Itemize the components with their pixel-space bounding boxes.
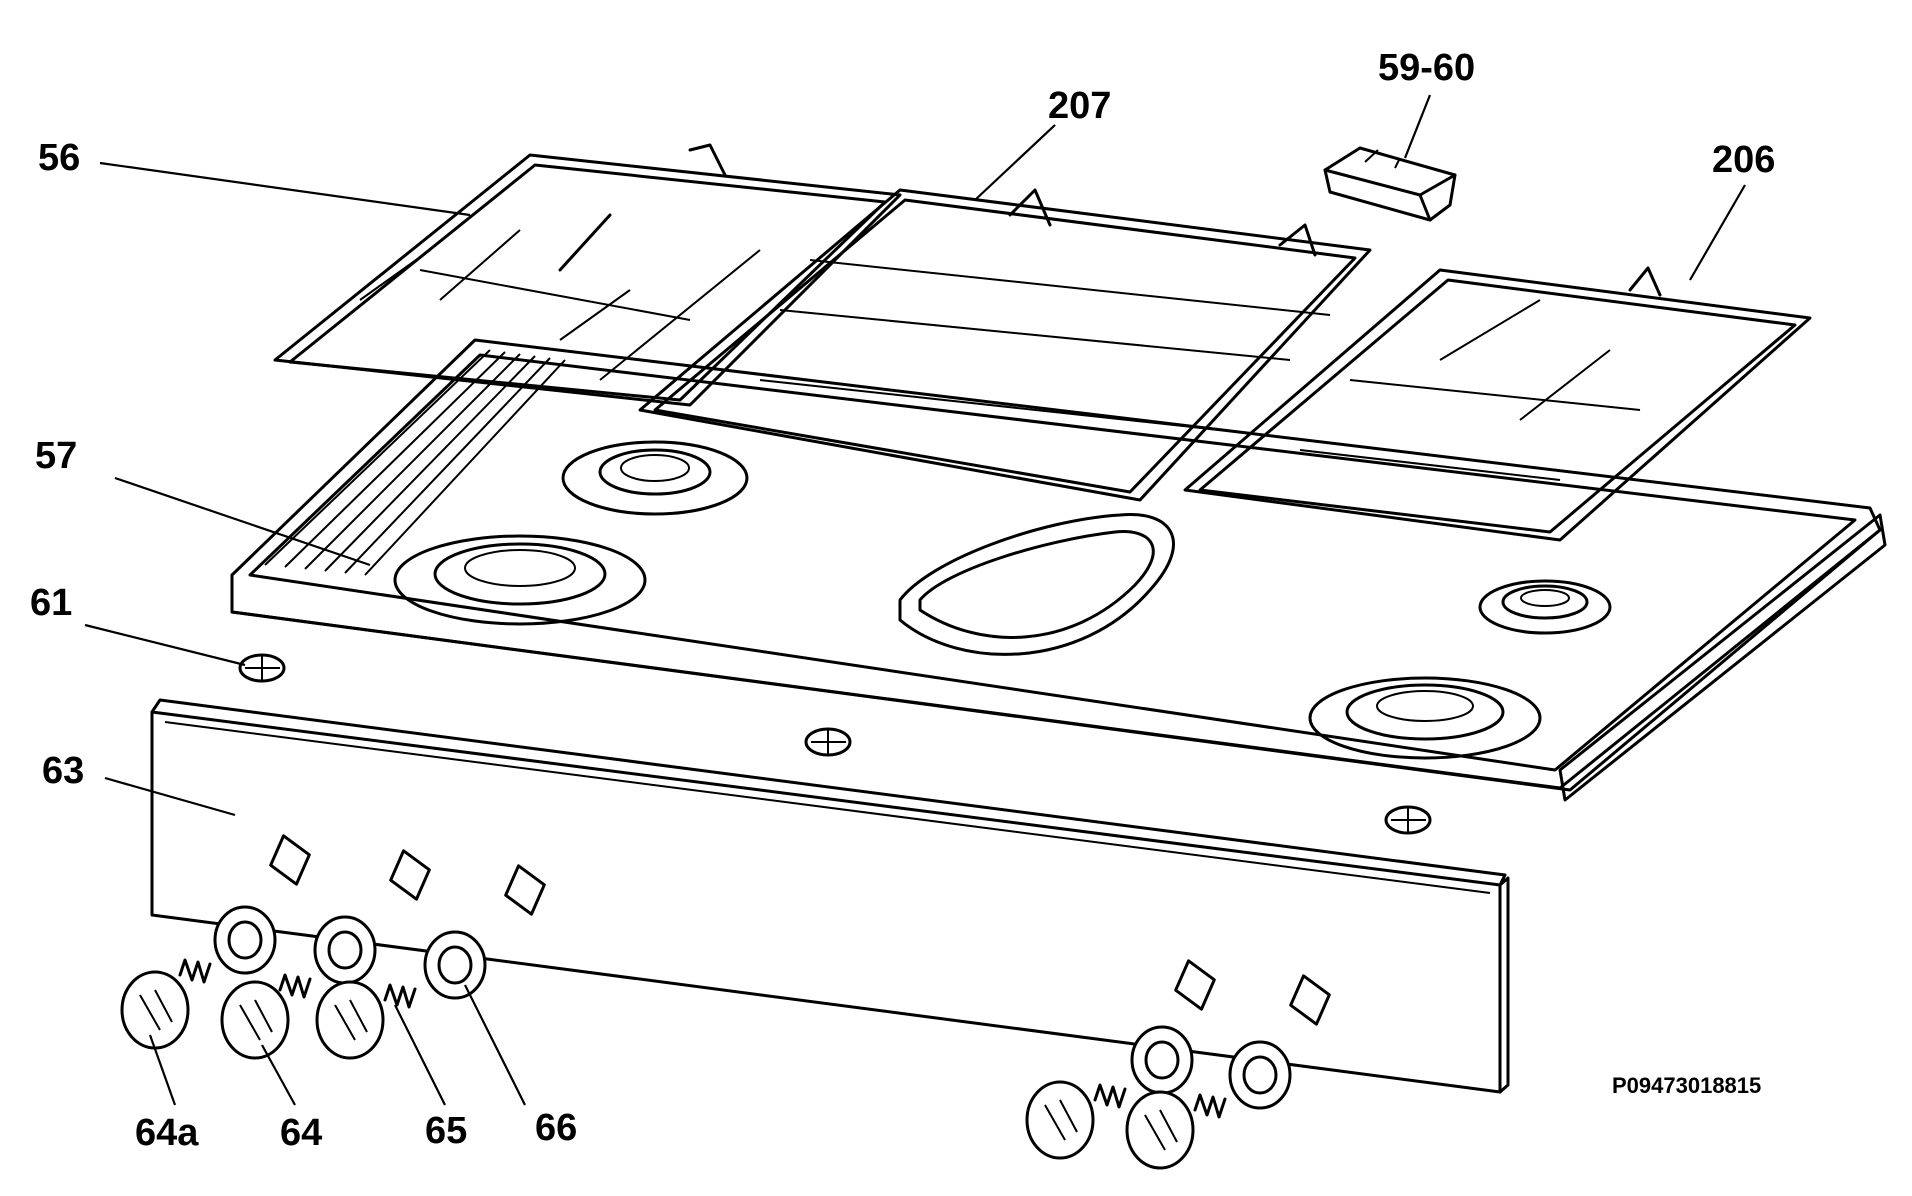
burner-front-left [393, 534, 647, 626]
knob-hole-4 [1174, 959, 1216, 1011]
leader-66 [464, 984, 526, 1106]
label-57: 57 [35, 435, 77, 477]
knob-hole-1 [269, 834, 311, 886]
label-61: 61 [30, 582, 72, 624]
knob-1 [120, 970, 190, 1050]
leader-61 [84, 623, 246, 667]
knob-hole-2 [389, 849, 431, 901]
pan-support-grid-center [638, 188, 1372, 502]
label-64a: 64a [135, 1112, 199, 1154]
spring-3 [383, 983, 417, 1009]
spring-4 [1093, 1083, 1127, 1109]
leader-64 [261, 1044, 296, 1106]
screw-left [238, 653, 286, 683]
screw-right [1384, 805, 1432, 835]
bezel-5 [1228, 1040, 1292, 1110]
label-64: 64 [280, 1112, 322, 1154]
callout-labels: 56 207 59-60 206 57 61 63 64a 64 65 66 P… [30, 47, 1775, 1154]
hob-top-panel [230, 338, 1887, 802]
label-63: 63 [42, 750, 84, 792]
leader-206 [1689, 184, 1746, 281]
burner-center-oval [898, 512, 1175, 656]
bezel-1 [213, 905, 277, 975]
leader-57 [114, 476, 371, 567]
bezel-4 [1130, 1025, 1194, 1095]
leader-lines [84, 94, 1746, 1106]
spring-1 [178, 958, 212, 984]
leader-207 [974, 124, 1056, 201]
knob-hole-3 [504, 864, 546, 916]
screw-center [804, 727, 852, 757]
knob-5 [1125, 1090, 1195, 1170]
label-65: 65 [425, 1110, 467, 1152]
leader-63 [104, 776, 236, 817]
leader-59-60 [1403, 94, 1432, 159]
leader-64a [148, 1034, 177, 1106]
label-56: 56 [38, 137, 80, 179]
knob-4 [1025, 1080, 1095, 1160]
bezel-2 [313, 915, 377, 985]
control-panel [150, 698, 1510, 1094]
spring-5 [1193, 1093, 1227, 1119]
drawing-code: P09473018815 [1612, 1073, 1761, 1098]
label-206: 206 [1712, 139, 1775, 181]
label-59-60: 59-60 [1378, 47, 1475, 89]
burner-front-right [1308, 676, 1542, 760]
knobs [120, 970, 1195, 1170]
leader-56 [99, 161, 471, 217]
burner-rear-left [561, 440, 749, 516]
leader-65 [394, 1004, 446, 1106]
knob-3 [315, 980, 385, 1060]
label-66: 66 [535, 1107, 577, 1149]
clip-part [1323, 146, 1457, 222]
knob-hole-5 [1289, 974, 1331, 1026]
springs [178, 958, 1227, 1119]
spring-2 [278, 973, 312, 999]
burner-rear-right [1478, 579, 1612, 635]
knob-2 [220, 980, 290, 1060]
label-207: 207 [1048, 85, 1111, 127]
pan-support-grid-right [1183, 266, 1812, 542]
bezel-3 [423, 930, 487, 1000]
